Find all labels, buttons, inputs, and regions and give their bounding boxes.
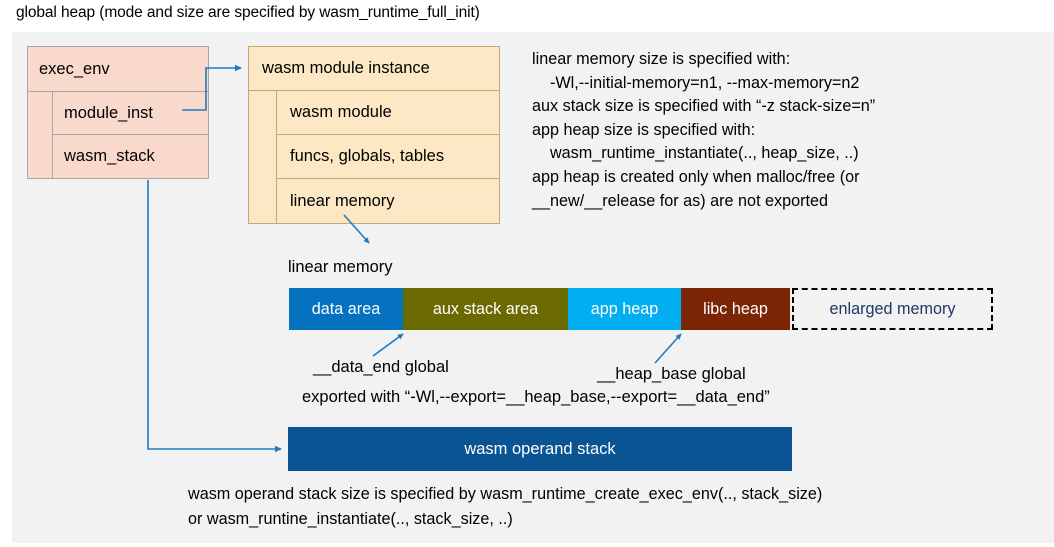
exec-env-box: exec_env module_inst wasm_stack <box>27 46 209 179</box>
memory-segment-app-heap: app heap <box>568 288 681 330</box>
memory-segment-data-area: data area <box>289 288 403 330</box>
linear-memory-note: linear memory size is specified with: -W… <box>532 50 876 210</box>
memory-segment-enlarged-memory: enlarged memory <box>792 288 993 330</box>
memory-segment-libc-heap: libc heap <box>681 288 790 330</box>
memory-segment-aux-stack-area: aux stack area <box>403 288 568 330</box>
annotation-heap-base-global: __heap_base global <box>597 365 746 383</box>
exec-env-row-wasm-stack: wasm_stack <box>52 135 208 178</box>
exec-env-row-module-inst: module_inst <box>52 92 208 135</box>
wasm-module-instance-row-funcs-globals-tables: funcs, globals, tables <box>276 135 499 179</box>
linear-memory-caption: linear memory <box>288 258 393 276</box>
linear-memory-bar: data area aux stack area app heap libc h… <box>289 288 993 330</box>
operand-stack-note: wasm operand stack size is specified by … <box>188 485 823 528</box>
exec-env-header: exec_env <box>28 47 208 92</box>
wasm-module-instance-row-linear-memory: linear memory <box>276 179 499 223</box>
wasm-module-instance-row-wasm-module: wasm module <box>276 91 499 135</box>
wasm-module-instance-header: wasm module instance <box>249 47 499 91</box>
wasm-module-instance-box: wasm module instance wasm module funcs, … <box>248 46 500 224</box>
annotation-data-end-global: __data_end global <box>313 358 449 376</box>
annotation-exported-with: exported with “-Wl,--export=__heap_base,… <box>302 388 770 406</box>
page-title: global heap (mode and size are specified… <box>16 4 480 21</box>
wasm-operand-stack-bar: wasm operand stack <box>288 427 792 471</box>
